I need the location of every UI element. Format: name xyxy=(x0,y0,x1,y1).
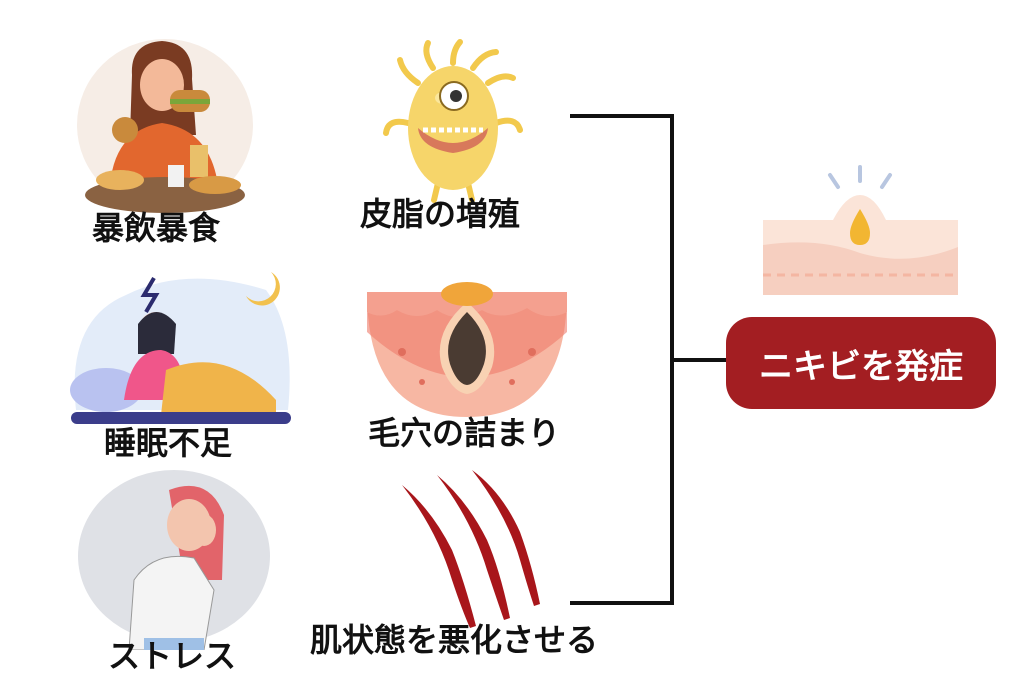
cause-label-stress: ストレス xyxy=(108,637,237,675)
scratch-marks-illustration xyxy=(402,470,540,628)
effect-label-sebum: 皮脂の増殖 xyxy=(360,195,521,233)
pimple-skin-illustration xyxy=(763,165,958,295)
result-badge: ニキビを発症 xyxy=(726,317,996,409)
result-label: ニキビを発症 xyxy=(759,346,963,387)
cause-label-sleep-deprivation: 睡眠不足 xyxy=(104,424,233,462)
effect-label-skin-worsening: 肌状態を悪化させる xyxy=(310,621,599,659)
sleep-deprivation-illustration xyxy=(70,272,291,424)
bracket-connector xyxy=(570,114,728,605)
stress-illustration xyxy=(78,470,270,650)
clogged-pore-illustration xyxy=(367,282,567,417)
sebum-germ-illustration xyxy=(383,39,523,203)
overeating-illustration xyxy=(77,39,253,213)
cause-label-overeating: 暴飲暴食 xyxy=(92,209,221,247)
effect-label-clogged-pores: 毛穴の詰まり xyxy=(368,414,561,452)
